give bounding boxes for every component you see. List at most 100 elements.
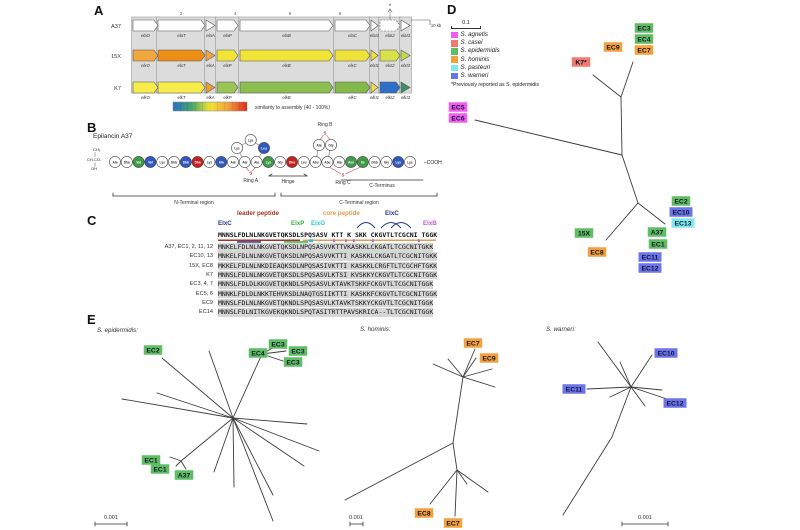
tree-tip-label-K7*: K7* <box>575 59 587 66</box>
subtree-title: S. warneri: <box>546 326 576 333</box>
residue-Gly <box>380 156 393 168</box>
residue-label: Ala <box>254 160 259 164</box>
panel-label-e: E <box>87 312 96 327</box>
legend-species-name: S. epidermidis <box>460 47 500 55</box>
gene-label: elaI3 <box>401 33 411 38</box>
residue-label: Ala <box>242 160 247 164</box>
elxc-underline <box>237 241 261 243</box>
legend-footnote: *Previously reported as S. epidermidis <box>451 82 539 89</box>
elxc-left-label: ElxC <box>218 220 232 227</box>
legend-row-epidermidis: S. epidermidis <box>451 47 581 55</box>
tree-tip-label-EC9: EC9 <box>606 44 619 51</box>
residue-label: Gly <box>278 160 283 164</box>
branch-line <box>630 386 671 401</box>
residue-Leu <box>297 156 310 168</box>
legend-species-name: S. casei <box>460 39 483 47</box>
gene-arrow-elkI3 <box>400 81 411 94</box>
gene-arrow-elxI2 <box>379 49 401 62</box>
branch-line <box>454 469 458 517</box>
gene-label: elaB <box>282 33 291 38</box>
tree-tip-box-EC4 <box>248 348 268 358</box>
legend-row-agnetis: S. agnetis <box>451 31 581 39</box>
cluster-row-name: A37 <box>111 24 121 30</box>
branch-line <box>232 353 263 419</box>
residue-label: Lys <box>160 160 166 164</box>
tree-tip-label-EC10: EC10 <box>672 209 689 216</box>
branch-line <box>180 417 234 462</box>
alignment-row-label: 15X, EC8 <box>189 262 213 269</box>
branch-line <box>456 469 468 485</box>
residue-label: Abu <box>312 160 318 164</box>
alignment-row-label: K7 <box>206 271 213 278</box>
residue-Abu <box>309 156 322 168</box>
ruler-tick: 2 <box>180 11 183 16</box>
elxb-mark <box>353 239 355 243</box>
gene-arrow-elkI1 <box>370 81 379 94</box>
residue-Ala <box>109 156 121 168</box>
tree-tip-box-EC4 <box>634 34 654 44</box>
residue-label: Lys <box>407 160 413 164</box>
tree-tip-box-EC1 <box>150 464 170 474</box>
tree-tip-label-EC3: EC3 <box>637 25 650 32</box>
leader-peptide-label: leader peptide <box>237 210 279 217</box>
gene-arrow-elaI2 <box>379 19 401 32</box>
panel-label-a: A <box>94 3 104 18</box>
residue-Ala <box>313 139 325 151</box>
tree-tip-box-EC7 <box>443 518 463 528</box>
branch-line <box>462 376 496 388</box>
tree-tip-label-EC13: EC13 <box>674 220 691 227</box>
legend-swatch <box>451 64 458 72</box>
gene-arrow-elxI1 <box>370 49 379 62</box>
residue-label: Ala <box>231 160 236 164</box>
gene-label: elxI3 <box>401 63 411 68</box>
c-terminal-region-label: C-Terminal region <box>339 200 379 206</box>
alignment-row-label: EC3, 4, 7 <box>189 281 213 288</box>
gene-label: elkC <box>348 95 357 100</box>
legend-swatch <box>451 31 458 39</box>
residue-Ala <box>227 156 239 168</box>
residue-label: Lys <box>207 160 213 164</box>
residue-label: Ala <box>113 160 118 164</box>
elxb-mark <box>333 239 335 243</box>
alignment-sequence: MNNSLFDLDLKKGVETQKNDLSPQSASVLKTAVKTSKKFC… <box>218 280 434 289</box>
alignment-sequence: MNKELFDLNLNKGVETQKSDLNPQSASVVKTTVKASKKLC… <box>218 243 434 252</box>
elxb-label: ElxB <box>423 220 437 227</box>
branch-line <box>169 456 182 462</box>
tree-tip-label-EC4: EC4 <box>251 350 264 357</box>
branch-line <box>232 417 274 522</box>
tree-tip-label-EC4: EC4 <box>637 36 650 43</box>
residue-label: Ile <box>361 160 365 164</box>
residue-Ile <box>356 156 369 168</box>
gene-label: elkP <box>223 95 231 100</box>
core-peptide-label: core peptide <box>323 210 360 217</box>
residue-Gly <box>274 156 287 168</box>
panel-label-d: D <box>447 2 457 17</box>
gene-label: elaC <box>348 33 358 38</box>
residue-Val <box>132 156 145 168</box>
gene-label: elaI1 <box>370 33 380 38</box>
residue-Dha <box>120 156 133 168</box>
gene-arrow-elkC <box>334 81 371 94</box>
ruler-tick: 6 <box>289 11 292 16</box>
alignment-row-label: A37, EC1, 2, 11, 12 <box>164 244 213 250</box>
residue-Ala <box>333 156 346 168</box>
branch-line <box>630 354 653 388</box>
gene-arrow-elxB <box>239 49 334 62</box>
branch-line <box>268 173 273 177</box>
residue-Ala <box>250 156 263 168</box>
legend-row-casei: S. casei <box>451 39 581 47</box>
tree-tip-label-EC9: EC9 <box>482 355 495 362</box>
gene-arrow-elkO <box>132 81 159 94</box>
tree-tip-box-EC11 <box>562 384 586 394</box>
cluster-row-name: 15X <box>111 54 121 60</box>
residue-label: Abu <box>324 160 330 164</box>
alignment-sequence: MNNSLFDLNLNKGVETQKSDLSPQSASVLKTSI KVSKKY… <box>218 270 438 280</box>
sulfur-atom: S <box>249 171 252 176</box>
residue-label: Leu <box>261 146 267 150</box>
elxp-label: ElxP <box>291 220 305 227</box>
residue-Lys <box>244 134 257 146</box>
tree-tip-box-EC12 <box>663 398 687 408</box>
tree-tip-box-EC9 <box>603 42 623 52</box>
gene-label: elkB <box>282 95 290 100</box>
